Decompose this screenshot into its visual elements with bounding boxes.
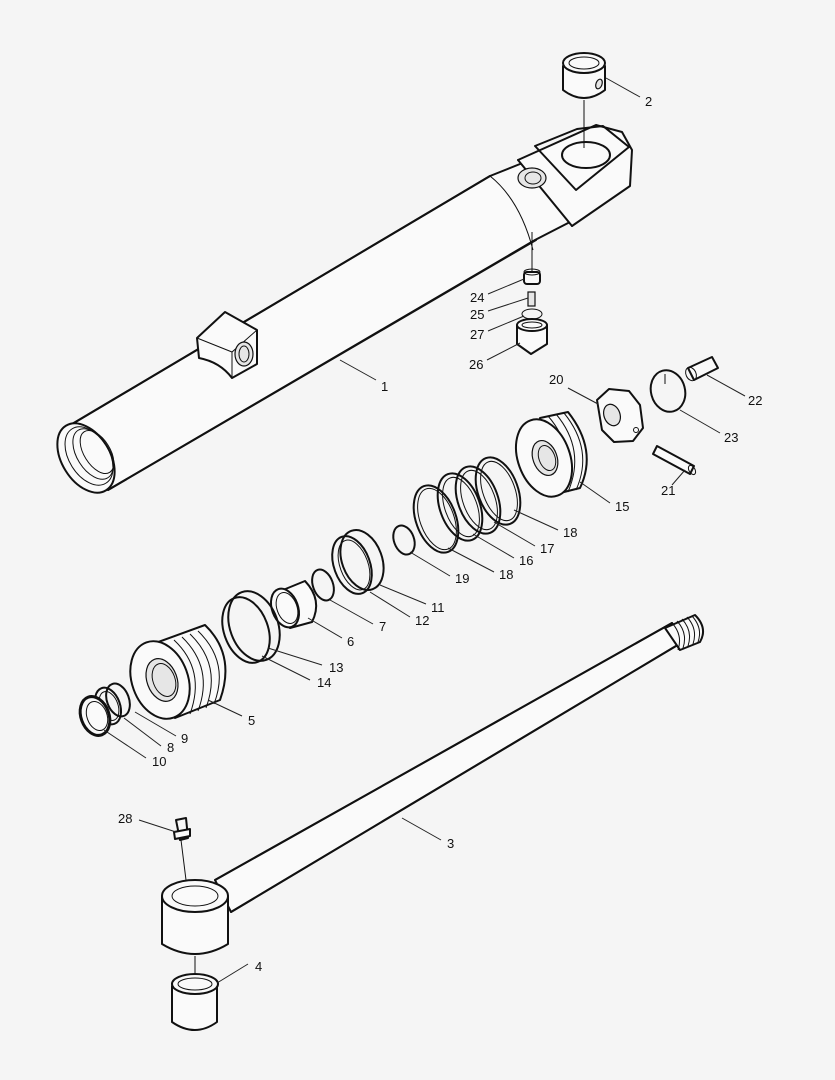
leader-lines [103, 77, 746, 984]
parts-13-14-lock-rings [221, 590, 281, 664]
callout-22: 22 [748, 393, 762, 408]
callout-20: 20 [549, 372, 563, 387]
callout-14: 14 [317, 675, 331, 690]
callout-25: 25 [470, 307, 484, 322]
callout-21: 21 [661, 483, 675, 498]
callout-5: 5 [248, 713, 255, 728]
callout-4: 4 [255, 959, 262, 974]
callout-19: 19 [455, 571, 469, 586]
part-5-gland [129, 624, 227, 720]
callout-11: 11 [431, 600, 445, 615]
callout-3: 3 [447, 836, 454, 851]
part-6-sleeve [269, 580, 318, 629]
callout-24: 24 [470, 290, 484, 305]
callout-6: 6 [347, 634, 354, 649]
part-3-piston-rod [161, 614, 705, 955]
callout-28: 28 [118, 811, 132, 826]
parts-24-27-valve-stack [516, 232, 548, 355]
callout-2: 2 [645, 94, 652, 109]
part-4-bushing [171, 956, 219, 1031]
callout-15: 15 [615, 499, 629, 514]
parts-8-10-wiper-seals [78, 682, 131, 737]
seal-rings-group [311, 456, 522, 602]
parts-20-23-nut-pin-ring [596, 356, 719, 476]
part-15-piston [514, 411, 588, 498]
callout-18a: 18 [563, 525, 577, 540]
callout-26: 26 [469, 357, 483, 372]
callout-10: 10 [152, 754, 166, 769]
callout-12: 12 [415, 613, 429, 628]
callout-13: 13 [329, 660, 343, 675]
callout-1: 1 [381, 379, 388, 394]
callout-8: 8 [167, 740, 174, 755]
part-2-bushing [562, 52, 606, 148]
callout-27: 27 [470, 327, 484, 342]
callout-18b: 18 [499, 567, 513, 582]
callout-23: 23 [724, 430, 738, 445]
callout-9: 9 [181, 731, 188, 746]
callout-labels: 1 2 3 4 5 6 7 8 9 10 11 12 13 14 15 16 1… [118, 94, 762, 974]
callout-7: 7 [379, 619, 386, 634]
part-1-cylinder-barrel [56, 124, 633, 494]
callout-17: 17 [540, 541, 554, 556]
callout-16: 16 [519, 553, 533, 568]
